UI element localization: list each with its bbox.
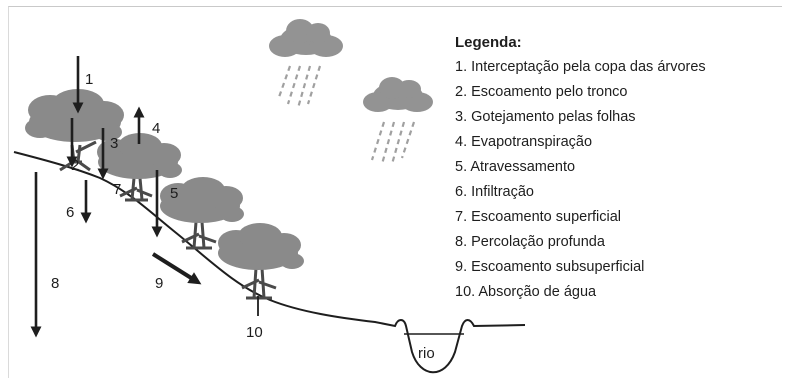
legend-item: 10. Absorção de água [455,284,597,300]
rain-icon [370,121,416,165]
cloud-icon [363,77,433,112]
legend-item: 1. Interceptação pela copa das árvores [455,59,706,75]
rain-icon [276,65,322,109]
legend-item: 3. Gotejamento pelas folhas [455,109,636,125]
tree-icon [218,223,304,300]
label-7: 7 [113,181,121,198]
label-6: 6 [66,204,74,221]
label-1: 1 [85,71,93,88]
legend-item: 9. Escoamento subsuperficial [455,259,645,275]
subsurface-flow-arrow [151,252,202,285]
legend-item: 4. Evapotranspiração [455,134,593,150]
tree-icon [25,89,124,172]
label-3: 3 [110,135,118,152]
legend-item: 7. Escoamento superficial [455,209,622,225]
label-9: 9 [155,275,163,292]
label-5: 5 [170,185,178,202]
terrain-slope [13,151,526,374]
label-4: 4 [152,120,160,137]
figure-frame [8,6,782,378]
label-10: 10 [246,324,263,341]
legend-item: 5. Atravessamento [455,159,576,175]
legend-item: 8. Percolação profunda [455,234,605,250]
label-8: 8 [51,275,59,292]
cloud-icon [269,19,343,57]
legend: Legenda: 1. Interceptação pela copa das … [455,30,785,305]
legend-title: Legenda: [455,34,522,51]
river-label: rio [418,345,435,362]
tree-icon [160,177,244,250]
label-2: 2 [71,157,79,174]
legend-item: 2. Escoamento pelo tronco [455,84,628,100]
legend-item: 6. Infiltração [455,184,534,200]
